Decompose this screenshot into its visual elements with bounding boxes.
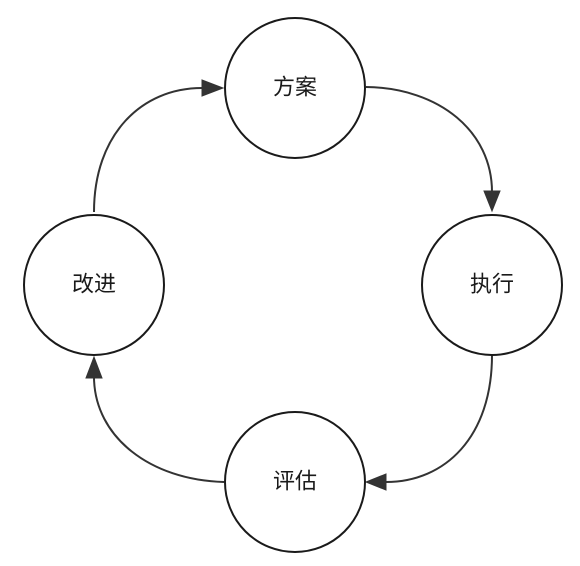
edge-improve-to-plan	[93, 87, 203, 213]
edges	[85, 79, 501, 491]
arrowhead-evaluate-to-improve	[85, 355, 103, 379]
arrowhead-plan-to-execute	[483, 190, 501, 213]
node-evaluate: 评估	[224, 411, 366, 553]
node-plan-circle	[224, 17, 366, 159]
edge-plan-to-execute	[365, 86, 493, 193]
node-execute: 执行	[421, 214, 563, 356]
node-plan: 方案	[224, 17, 366, 159]
node-execute-label: 执行	[470, 273, 514, 298]
node-improve-circle	[23, 214, 165, 356]
node-evaluate-label: 评估	[273, 470, 317, 495]
node-improve: 改进	[23, 214, 165, 356]
node-improve-label: 改进	[72, 273, 116, 298]
arrowhead-execute-to-evaluate	[364, 473, 387, 491]
node-plan-label: 方案	[273, 76, 317, 101]
edge-execute-to-evaluate	[385, 354, 493, 483]
arrowhead-improve-to-plan	[201, 79, 225, 97]
node-execute-circle	[421, 214, 563, 356]
edge-evaluate-to-improve	[93, 377, 225, 483]
node-evaluate-circle	[224, 411, 366, 553]
